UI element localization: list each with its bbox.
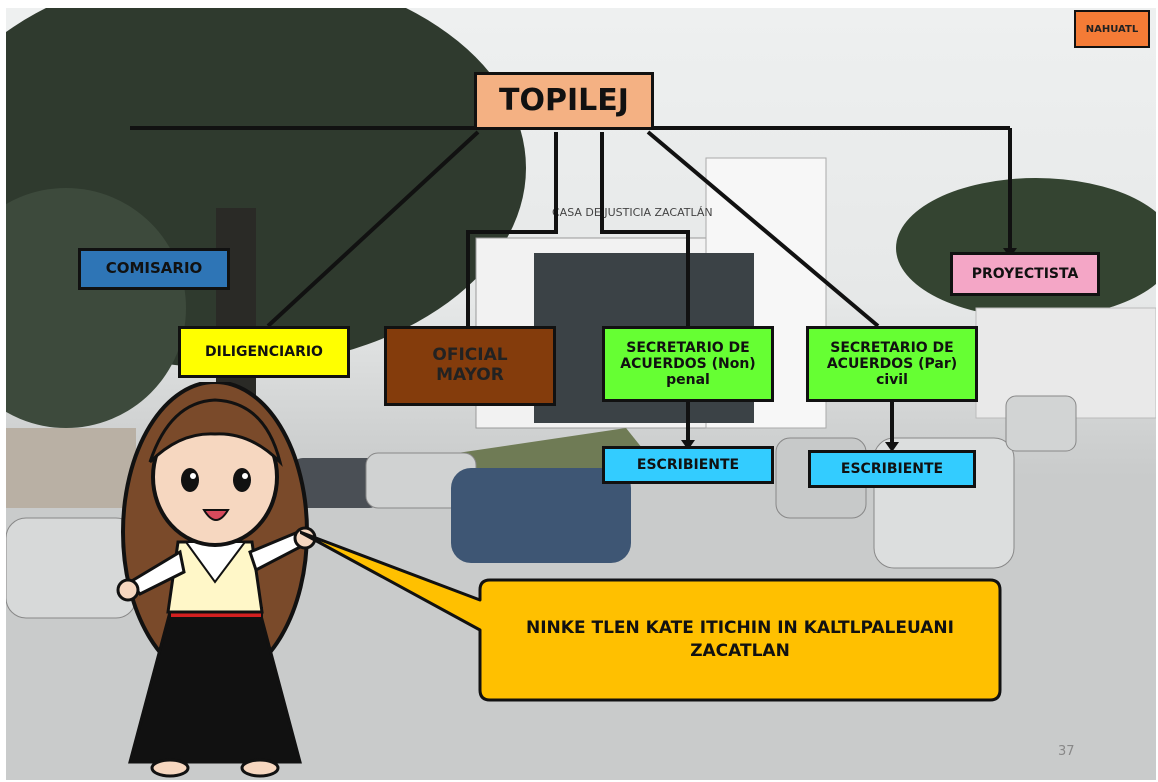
connector-oficial-mayor [466,132,558,328]
connector-secretario-par [646,130,880,328]
speech-bubble-line-1: NINKE TLEN KATE ITICHIN IN KALTLPALEUANI [526,618,954,639]
speech-bubble-text: NINKE TLEN KATE ITICHIN IN KALTLPALEUANI… [484,582,996,698]
secretario-non-line-1: SECRETARIO DE [626,339,750,356]
character-illustration [116,382,317,778]
node-escribiente-1: ESCRIBIENTE [602,446,774,484]
secretario-par-line-3: civil [876,372,908,389]
arrowhead-escribiente-1 [681,440,695,450]
secretario-par-line-2: ACUERDOS (Par) [826,355,958,372]
node-diligenciario: DILIGENCIARIO [178,326,350,378]
connector-diligenciario [266,130,480,328]
node-topilej: TOPILEJ [474,72,654,130]
oficial-mayor-line-2: MAYOR [436,365,504,385]
node-comisario: COMISARIO [78,248,230,290]
node-oficial-mayor: OFICIAL MAYOR [384,326,556,406]
secretario-non-line-2: ACUERDOS (Non) [620,355,756,372]
node-secretario-par: SECRETARIO DE ACUERDOS (Par) civil [806,326,978,402]
language-tag: NAHUATL [1074,10,1150,48]
secretario-par-line-1: SECRETARIO DE [830,339,954,356]
speech-bubble-line-2: ZACATLAN [690,641,790,661]
oficial-mayor-line-1: OFICIAL [432,345,508,366]
arrowhead-escribiente-2 [885,442,899,452]
secretario-non-line-3: penal [666,372,710,389]
node-proyectista: PROYECTISTA [950,252,1100,296]
speech-bubble-shape [300,530,1002,702]
node-secretario-non: SECRETARIO DE ACUERDOS (Non) penal [602,326,774,402]
node-escribiente-2: ESCRIBIENTE [808,450,976,488]
page-number: 37 [1058,744,1075,759]
building-sign: CASA DE JUSTICIA ZACATLÁN [552,206,713,219]
connector-secretario-non [600,132,690,328]
